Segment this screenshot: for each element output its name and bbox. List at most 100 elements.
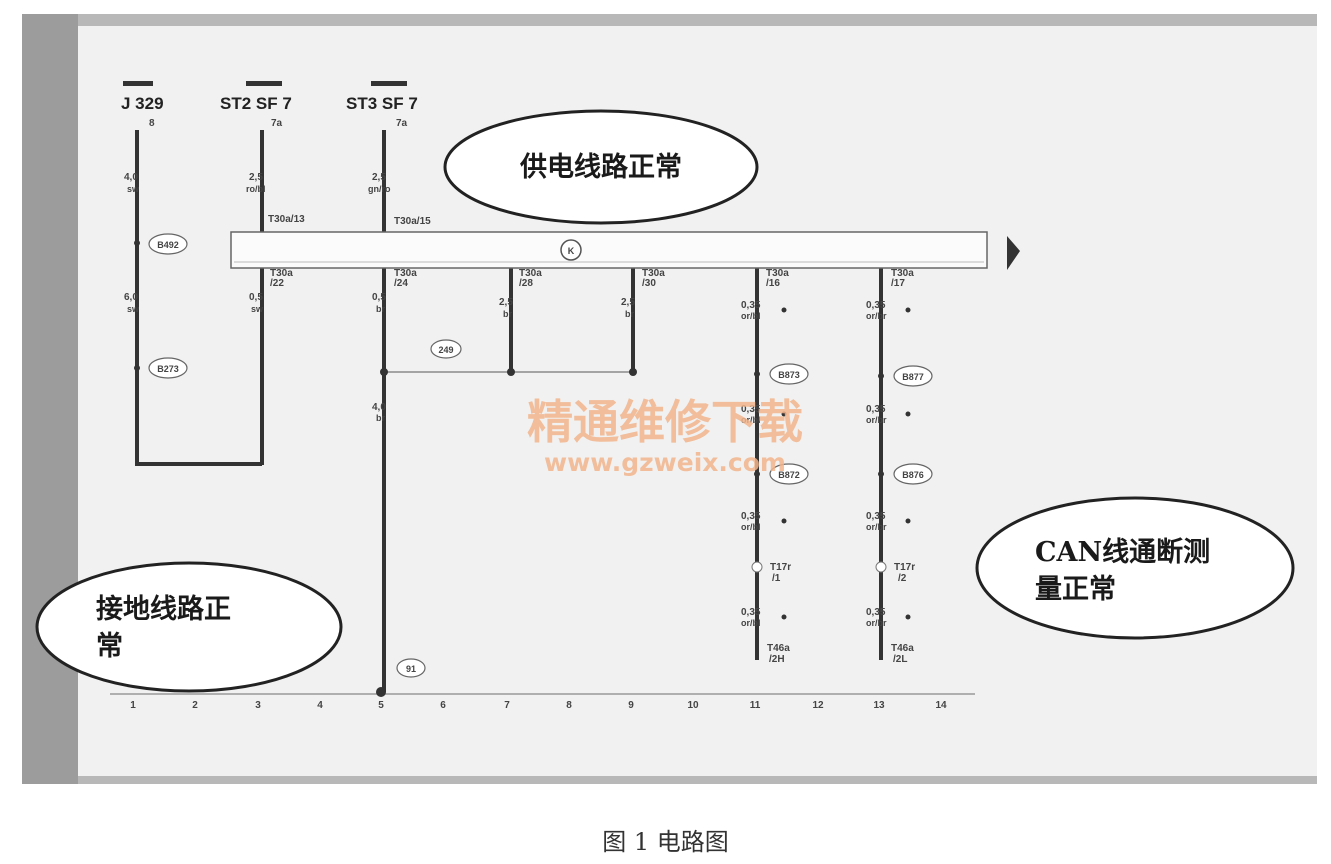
label-j329: J 329 (121, 94, 164, 113)
node-b872: B872 (778, 470, 800, 480)
node-b273-circle (148, 357, 188, 379)
connector-label: /30 (642, 278, 656, 289)
wire-color: or/bl (741, 311, 761, 321)
junction-dot (629, 368, 637, 376)
wire-dot (905, 614, 911, 620)
node-b877: B877 (902, 372, 924, 382)
label-j329-pin: 8 (149, 118, 155, 129)
connector-label: /17 (891, 278, 905, 289)
position-number: 5 (378, 700, 384, 711)
connector-bar (230, 231, 988, 269)
wire-gauge: 2,5 (249, 172, 263, 183)
wire-dot (781, 411, 787, 417)
connector-label: /2 (898, 573, 907, 584)
position-number: 3 (255, 700, 261, 711)
connector-label: T46a (891, 643, 914, 654)
junction-dots (134, 240, 911, 697)
ground-junction-dot (376, 687, 386, 697)
connector-label: T30a (891, 268, 914, 279)
node-91: 91 (406, 664, 416, 674)
position-number: 1 (130, 700, 136, 711)
watermark-url: www.gzweix.com (544, 448, 786, 477)
node-249-circle (430, 339, 462, 359)
watermark-title: 精通维修下载 (527, 395, 803, 449)
label-st2: ST2 SF 7 (220, 94, 292, 113)
figure-caption: 图 1 电路图 (602, 828, 729, 856)
node-k-circle (560, 239, 582, 261)
wire-color: or/bl (741, 522, 761, 532)
position-number: 14 (935, 700, 947, 711)
node-b273: B273 (157, 364, 179, 374)
junction-dot (754, 471, 760, 477)
connector-label: T30a/13 (268, 214, 305, 225)
position-number: 4 (317, 700, 323, 711)
node-b872-circle (769, 463, 809, 485)
callout-can-text-2: 量正常 (1035, 574, 1116, 605)
connector-label: T30a (394, 268, 417, 279)
wire-color: or/br (866, 311, 887, 321)
wire-gauge: 4,0 (124, 172, 138, 183)
connector-label: /1 (772, 573, 781, 584)
wire-color: br (625, 309, 634, 319)
connector-label: T30a (766, 268, 789, 279)
wire-dot (905, 518, 911, 524)
wire-color: ro/bl (246, 184, 266, 194)
wire-color: sw (127, 304, 140, 314)
connector-t17r-1-icon (751, 561, 763, 573)
connector-label: T17r (770, 562, 791, 573)
wire-gauge: 2,5 (499, 297, 513, 308)
connector-label: T30a/15 (394, 216, 431, 227)
position-number: 6 (440, 700, 446, 711)
connector-label: /24 (394, 278, 408, 289)
junction-dot (878, 373, 884, 379)
wire-gauge: 0,35 (741, 300, 761, 311)
node-b877-circle (893, 365, 933, 387)
label-st2-pin: 7a (271, 118, 283, 129)
wire-gauge: 0,5 (372, 292, 386, 303)
wire-color: sw (127, 184, 140, 194)
wire-gauge: 0,35 (741, 511, 761, 522)
wire-gauge: 4,0 (372, 402, 386, 413)
connector-t17r-2-icon (875, 561, 887, 573)
connector-arrow-icon (1007, 236, 1020, 270)
position-number: 8 (566, 700, 572, 711)
wire-gauge: 0,35 (741, 607, 761, 618)
callout-can-text-1: CAN线通断测 (1035, 537, 1210, 568)
callout-supply-text: 供电线路正常 (519, 151, 682, 183)
wire-color: sw (251, 304, 264, 314)
callout-supply-bubble (443, 109, 759, 225)
callout-ground-bubble (35, 561, 343, 693)
header-marks (123, 81, 407, 86)
junction-dot (507, 368, 515, 376)
callout-ground-text-2: 常 (96, 631, 123, 662)
wire-dot (781, 307, 787, 313)
wire-color: gn/ro (368, 184, 391, 194)
wire-dot (905, 411, 911, 417)
wire-color: or/br (866, 522, 887, 532)
callout-ground-text-1: 接地线路正 (96, 593, 231, 625)
callout-can-bubble (975, 496, 1295, 640)
node-b492: B492 (157, 240, 179, 250)
node-91-circle (396, 658, 426, 678)
wire-gauge: 0,35 (866, 607, 886, 618)
node-b492-circle (148, 233, 188, 255)
connector-label: /16 (766, 278, 780, 289)
connector-label: /22 (270, 278, 284, 289)
connector-label: T46a (767, 643, 790, 654)
wires (135, 130, 883, 692)
wire-dot (905, 307, 911, 313)
position-number: 11 (750, 700, 761, 711)
wire-gauge: 2,5 (621, 297, 635, 308)
junction-dot (754, 371, 760, 377)
node-b873: B873 (778, 370, 800, 380)
wire-gauge: 0,35 (866, 511, 886, 522)
header-mark (371, 81, 407, 86)
connector-label: T30a (270, 268, 293, 279)
wire-dot (781, 614, 787, 620)
junction-dot (380, 368, 388, 376)
junction-dot (878, 471, 884, 477)
junction-dot (134, 240, 140, 246)
connector-label: T17r (894, 562, 915, 573)
wire-color: br (376, 413, 385, 423)
